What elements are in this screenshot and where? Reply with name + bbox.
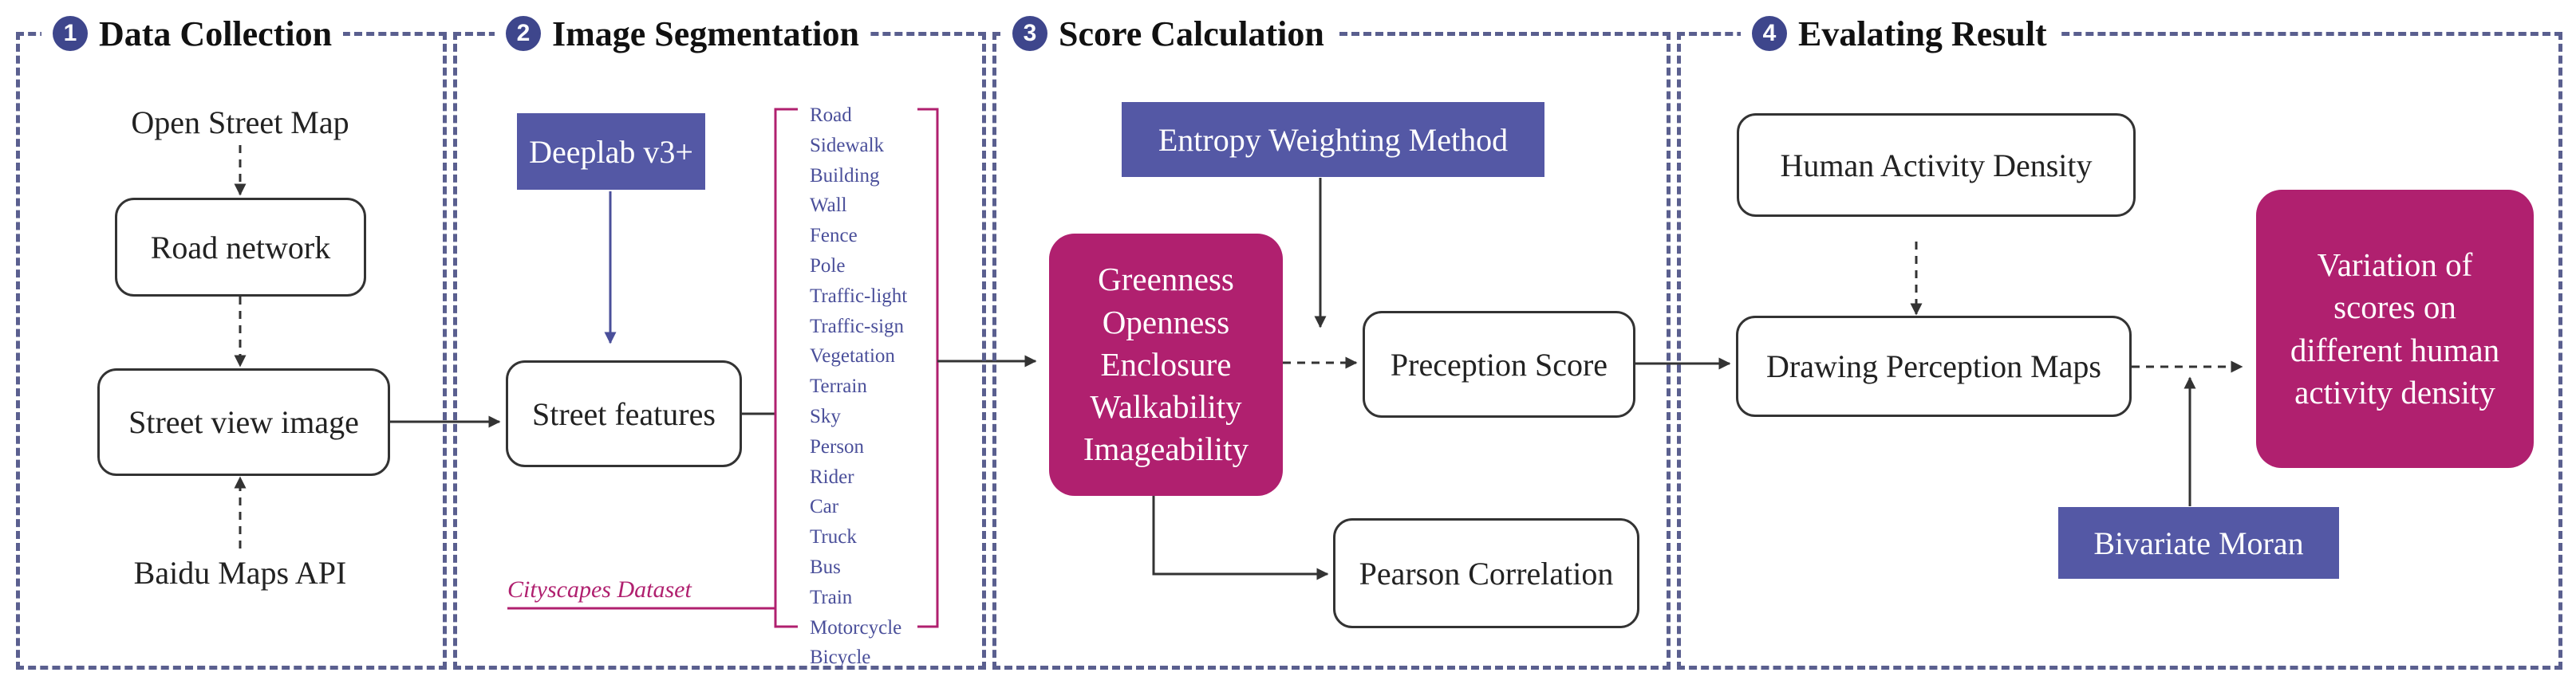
class-item: Train [810,586,853,608]
node-street-view-image: Street view image [97,368,390,476]
arrow-indicators-to-pearson [1152,496,1329,580]
class-item: Road [810,104,852,126]
class-item: Rider [810,466,854,488]
bracket-right [917,108,939,628]
class-item: Terrain [810,375,867,398]
variation-line: activity density [2294,373,2495,411]
node-variation-of-scores: Variation of scores on different human a… [2256,190,2534,468]
panel-title-text-4: Evalating Result [1798,14,2047,53]
panel-title-text-1: Data Collection [99,14,333,53]
class-list: Road Sidewalk Building Wall Fence Pole T… [810,100,937,673]
indicator-item: Openness [1102,303,1230,340]
label-cityscapes-dataset: Cityscapes Dataset [507,576,692,603]
variation-line: Variation of [2317,246,2473,283]
step-badge-1: 1 [53,16,88,51]
node-road-network: Road network [115,198,366,297]
panel-evaluating-result [1677,32,2562,670]
node-street-features: Street features [506,360,742,467]
panel-title-2: 2 Image Segmentation [495,11,870,56]
class-item: Sky [810,405,841,427]
class-item: Fence [810,225,858,247]
class-item: Car [810,496,839,518]
indicator-item: Walkability [1090,388,1242,426]
node-perception-score: Preception Score [1363,311,1635,418]
class-item: Person [810,435,865,458]
class-item: Bicycle [810,647,871,669]
step-badge-3: 3 [1012,16,1047,51]
variation-line: scores on [2333,289,2456,326]
node-drawing-perception-maps: Drawing Perception Maps [1736,316,2132,417]
indicator-item: Imageability [1083,431,1249,468]
class-item: Vegetation [810,345,895,368]
node-entropy-weighting: Entropy Weighting Method [1122,102,1544,177]
indicator-item: Enclosure [1100,345,1232,383]
step-badge-4: 4 [1752,16,1787,51]
step-badge-2: 2 [506,16,541,51]
class-item: Truck [810,526,857,548]
node-pearson-correlation: Pearson Correlation [1333,518,1639,628]
panel-title-4: 4 Evalating Result [1741,11,2058,56]
class-item: Wall [810,195,847,217]
variation-line: different human [2290,331,2500,368]
panel-title-text-2: Image Segmentation [552,14,859,53]
bracket-left [774,108,798,628]
class-item: Bus [810,556,841,578]
class-item: Motorcycle [810,616,902,639]
class-item: Sidewalk [810,134,885,156]
indicator-item: Greenness [1098,261,1234,298]
class-item: Traffic-light [810,285,908,307]
class-item: Traffic-sign [810,315,905,337]
source-open-street-map: Open Street Map [131,104,349,140]
node-deeplab-v3: Deeplab v3+ [517,113,705,190]
panel-title-1: 1 Data Collection [41,11,344,56]
class-item: Pole [810,254,846,277]
node-bivariate-moran: Bivariate Moran [2058,507,2339,579]
node-human-activity-density: Human Activity Density [1737,113,2136,217]
node-perception-indicators: Greenness Openness Enclosure Walkability… [1049,234,1283,496]
panel-title-text-3: Score Calculation [1059,14,1324,53]
class-item: Building [810,164,880,187]
source-baidu-maps-api: Baidu Maps API [133,554,347,591]
panel-title-3: 3 Score Calculation [1001,11,1335,56]
